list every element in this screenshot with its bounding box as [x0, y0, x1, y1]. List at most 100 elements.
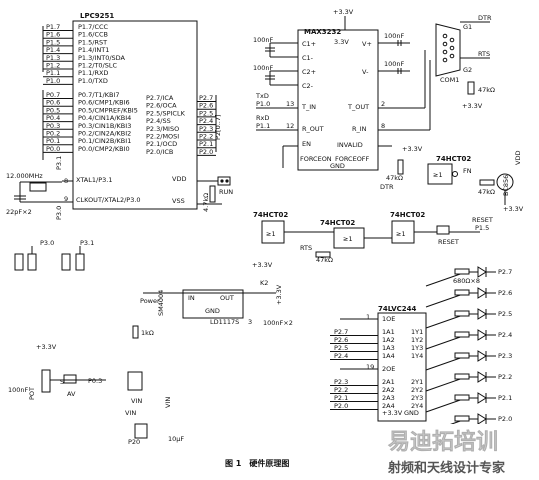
pin-forceon: FORCEON — [300, 155, 332, 163]
buffer-name: 74LVC244 — [378, 305, 417, 313]
p20-jack[interactable] — [134, 423, 148, 439]
buffer-gnd: GND — [404, 409, 419, 417]
diode-label: SM4004 — [157, 290, 165, 316]
power-cap: 100nF×2 — [263, 319, 293, 327]
led-icon — [477, 287, 487, 299]
buffer-input-port: P2.6 — [334, 336, 348, 344]
header-a[interactable] — [14, 253, 24, 271]
pin-c2n: C2- — [302, 82, 314, 90]
com-rts: RTS — [478, 50, 490, 58]
transistor-label: BC856 — [502, 175, 510, 196]
watermark-bottom: 射频和天线设计专家 — [387, 460, 506, 476]
led-resistor — [454, 268, 470, 275]
buffer-input-pin: 2A2 — [382, 386, 395, 394]
mcu-right-pin-label: P2.5 — [199, 109, 213, 117]
buffer-input-pin: 1A1 — [382, 328, 395, 336]
p10-label: P1.0 — [256, 100, 270, 108]
run-resistor — [209, 185, 216, 203]
buffer-input-port: P2.2 — [334, 386, 348, 394]
mcu-right-func: P2.1/OCD — [146, 140, 177, 148]
buffer-res: 680Ω×8 — [453, 277, 480, 285]
pin-rin: R_IN — [352, 125, 367, 133]
led-resistor — [454, 352, 470, 359]
buffer-output-pin: 2Y4 — [411, 402, 423, 410]
buffer-oe2: 2OE — [382, 365, 395, 373]
mcu-left-pin-label: P0.7 — [46, 91, 60, 99]
run-jumper-pin — [220, 179, 224, 183]
av-block: +3.3V 100nF POT S AV P0.3 — [8, 343, 106, 400]
xtal1-label: XTAL1/P3.1 — [76, 176, 112, 184]
logic-supply-1: +3.3V — [402, 145, 423, 153]
reset-button-label[interactable]: RESET — [438, 238, 459, 246]
led-icon — [477, 266, 487, 278]
mcu-left-pin-label: P1.4 — [46, 46, 60, 54]
mcu-left-func: P0.5/CMPREF/KBI5 — [78, 106, 138, 114]
rxd-label: RxD — [256, 114, 269, 122]
buffer-pin1: 1 — [366, 313, 370, 321]
pot-body[interactable] — [41, 369, 51, 393]
av-jumper[interactable] — [63, 374, 77, 384]
gate-u4-name: 74HCT02 — [390, 211, 425, 219]
led-res-label: 1kΩ — [141, 329, 154, 337]
av-cap: 100nF — [8, 386, 29, 394]
com-resistor — [467, 81, 475, 95]
com-res-label: 47kΩ — [478, 86, 495, 94]
db9-pin — [442, 49, 448, 55]
mcu-body — [72, 20, 198, 210]
com-name: COM1 — [440, 76, 459, 84]
vin-label-3: VIN — [164, 397, 172, 408]
av-port: P0.3 — [88, 377, 102, 385]
led-resistor — [132, 325, 139, 339]
p20-label: P20 — [128, 438, 140, 446]
led-icon — [477, 371, 487, 383]
led-resistor — [454, 310, 470, 317]
buffer-output-pin: 2Y2 — [411, 386, 423, 394]
led-port-label: P2.3 — [498, 352, 512, 360]
mcu-left-pin-label: P0.1 — [46, 137, 60, 145]
mcu-left-func: P1.5/RST — [78, 38, 107, 46]
run-label: RUN — [219, 188, 233, 196]
mcu-right-pin-label: P2.4 — [199, 117, 213, 125]
crystal-symbol — [29, 182, 47, 192]
run-jumper[interactable] — [217, 176, 231, 186]
fn-resistor — [479, 179, 495, 186]
av-supply: +3.3V — [36, 343, 57, 351]
header-b[interactable] — [27, 253, 37, 271]
mcu-left-func: P0.1/CIN2B/KBI1 — [78, 137, 131, 145]
header-d[interactable] — [75, 253, 85, 271]
mcu-right-func: P2.5/SPICLK — [146, 109, 186, 117]
cap-label-1: 100nF — [253, 36, 274, 44]
vss-label: VSS — [172, 197, 185, 205]
reg-in: IN — [188, 294, 195, 302]
vin-connector[interactable] — [127, 371, 143, 391]
buffer-output-pin: 1Y4 — [411, 352, 423, 360]
com1-block: DTR RTS G1 G2 COM1 47kΩ +3.3V — [435, 14, 495, 110]
max3232-block: +3.3V MAX3232 3.3V C1+ C1- C2+ C2- T_IN … — [253, 8, 431, 171]
mcu-left-func: P1.4/INT1 — [78, 46, 109, 54]
buffer-input-pin: 1A2 — [382, 336, 395, 344]
mcu-right-func: P2.3/MISO — [146, 125, 179, 133]
led-port-label: P2.4 — [498, 331, 512, 339]
pin-invalid: INVALID — [337, 141, 363, 149]
reg-pins: 3 — [248, 318, 252, 326]
buffer-input-port: P2.4 — [334, 352, 348, 360]
gate-u2-name: 74HCT02 — [253, 211, 288, 219]
p11-label: P1.1 — [256, 122, 270, 130]
mcu-left-func: P1.6/CCB — [78, 31, 108, 39]
reset-jumper[interactable] — [436, 225, 450, 235]
led-resistor — [454, 415, 470, 422]
mcu-left-pin-label: P1.3 — [46, 54, 60, 62]
p31-label: P3.1 — [55, 156, 63, 170]
av-s: S — [60, 378, 64, 386]
pin-vplus: V+ — [362, 40, 372, 48]
mcu-left-pin-label: P1.7 — [46, 23, 60, 31]
com-supply: +3.3V — [462, 102, 483, 110]
logic-supply-2: +3.3V — [252, 261, 273, 269]
header-c[interactable] — [61, 253, 71, 271]
max3232-supply: 3.3V — [334, 38, 349, 46]
av-label[interactable]: AV — [67, 390, 76, 398]
db9-pin — [442, 57, 448, 63]
logic-block: +3.3V 47kΩ DTR 74HCT02 ≥1 FN 47kΩ BC856 … — [252, 145, 524, 269]
av-pot: POT — [28, 387, 36, 400]
